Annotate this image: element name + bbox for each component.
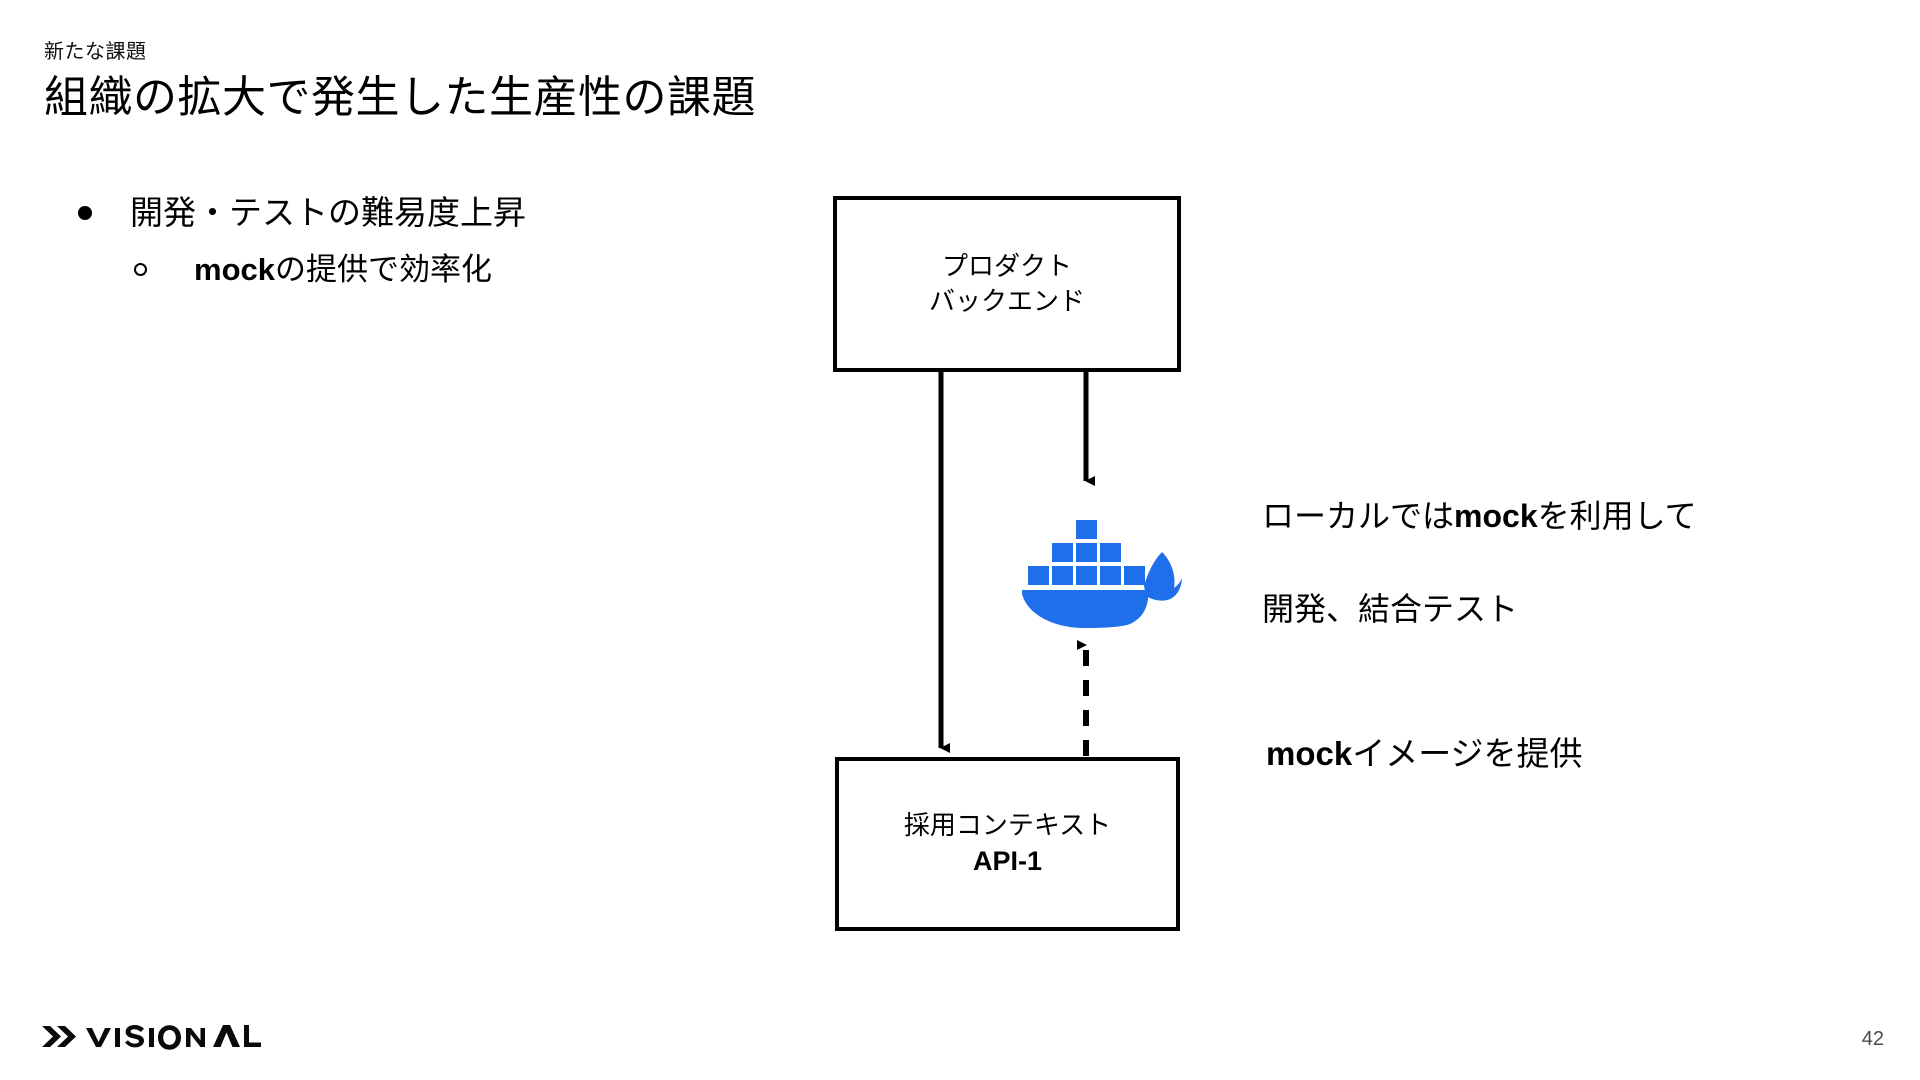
page-number: 42 <box>1861 1028 1884 1050</box>
list-item: mockの提供で効率化 <box>70 248 690 291</box>
bullet-circle-icon <box>134 263 147 277</box>
bullet-list: 開発・テストの難易度上昇 mockの提供で効率化 <box>70 190 690 292</box>
node-recruit-context-line2: API-1 <box>972 846 1043 877</box>
annotation-local-mock-bold: mock <box>1454 497 1538 534</box>
bullet-level2-label-bold: mock <box>194 252 275 288</box>
annotation-local-mock: ローカルではmockを利用して 開発、結合テスト <box>1262 400 1697 678</box>
bullet-level1-label: 開発・テストの難易度上昇 <box>130 194 526 231</box>
annotation-local-mock-suffix: を利用して <box>1537 497 1697 534</box>
node-product-backend-line2: バックエンド <box>928 286 1085 316</box>
page-title: 組織の拡大で発生した生産性の課題 <box>44 73 756 122</box>
node-recruit-context-line1: 採用コンテキスト <box>903 810 1112 841</box>
visional-logo-mark <box>42 1025 205 1050</box>
visional-logo-wordmark-tail <box>213 1025 261 1047</box>
annotation-mock-image-suffix: イメージを提供 <box>1352 734 1583 772</box>
node-recruit-context[interactable]: 採用コンテキスト API-1 <box>835 757 1180 931</box>
annotation-local-mock-line2: 開発、結合テスト <box>1262 590 1519 627</box>
annotation-mock-image-bold: mock <box>1266 734 1353 772</box>
docker-whale-icon <box>1022 518 1182 628</box>
annotation-mock-image: mockイメージを提供 <box>1266 682 1583 778</box>
visional-logo <box>40 1022 271 1052</box>
bullet-level2-label: の提供で効率化 <box>274 252 492 288</box>
list-item: 開発・テストの難易度上昇 <box>70 190 690 236</box>
slide-eyebrow: 新たな課題 <box>44 41 147 63</box>
bullet-disc-icon <box>78 206 92 220</box>
annotation-local-mock-prefix: ローカルでは <box>1262 497 1455 534</box>
node-product-backend[interactable]: プロダクト バックエンド <box>833 196 1181 372</box>
node-product-backend-line1: プロダクト <box>941 250 1072 281</box>
